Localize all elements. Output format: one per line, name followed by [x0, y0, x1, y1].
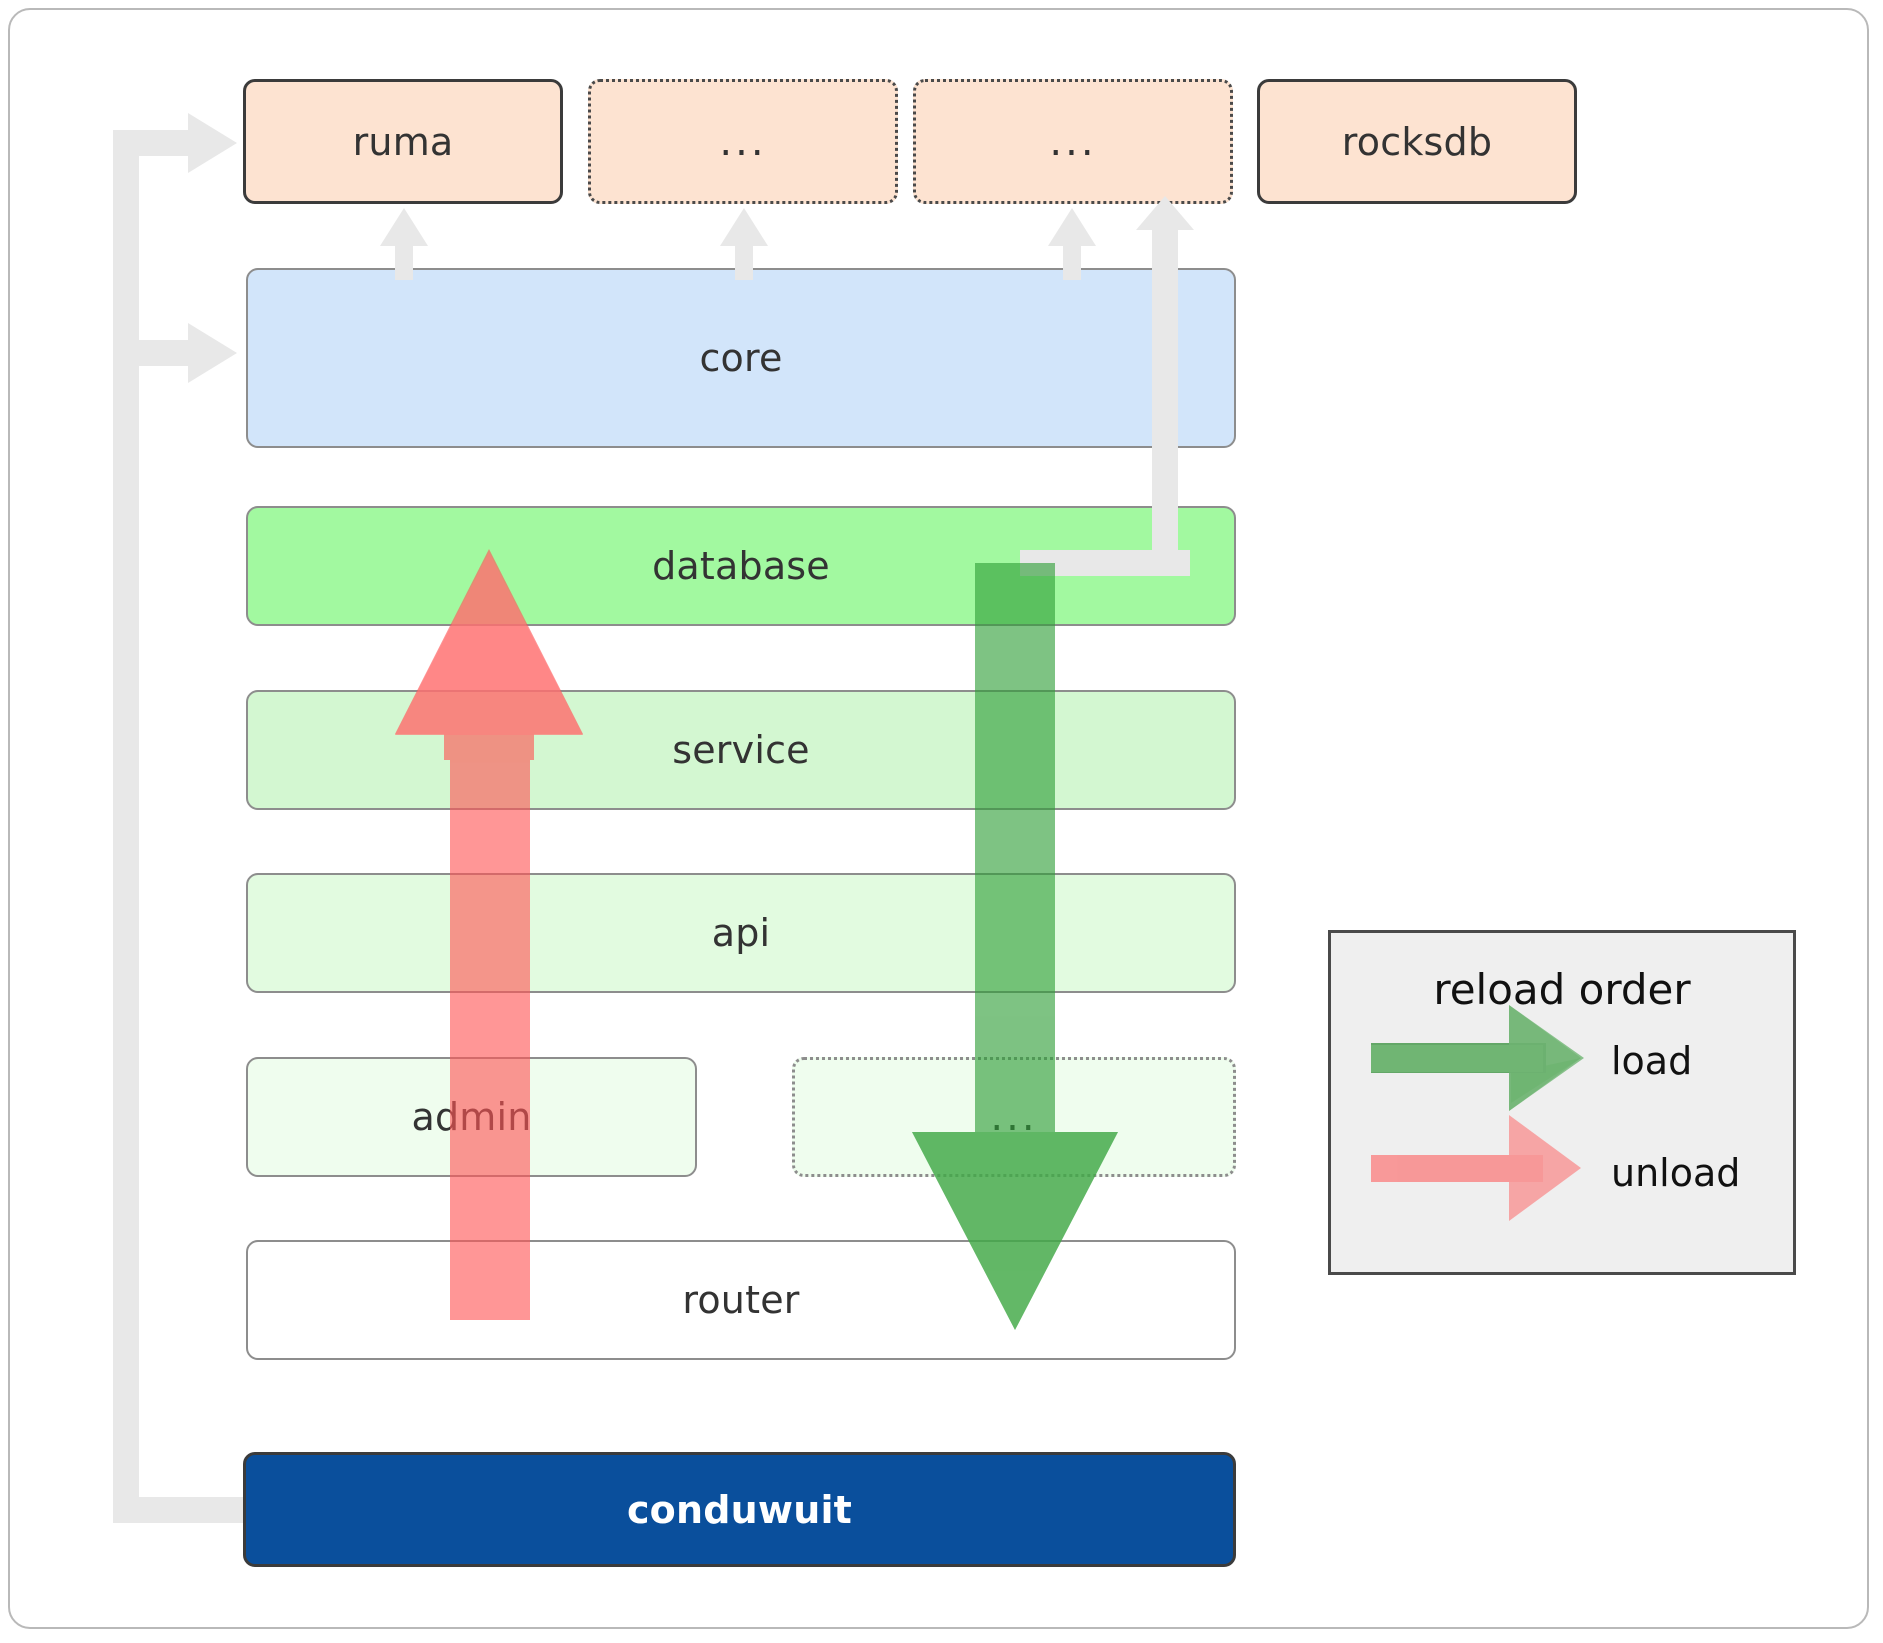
legend-title: reload order — [1433, 965, 1691, 1014]
dependency-box-rocksdb-label: rocksdb — [1341, 119, 1493, 164]
crate-box-ellipsis-3[interactable]: ... — [792, 1057, 1236, 1177]
crate-box-api-label: api — [711, 911, 771, 955]
dependency-box-ellipsis-2-label: ... — [1049, 118, 1097, 165]
dependency-box-ellipsis-1-label: ... — [719, 118, 767, 165]
crate-box-api[interactable]: api — [246, 873, 1236, 993]
crate-box-service[interactable]: service — [246, 690, 1236, 810]
crate-box-service-label: service — [672, 728, 810, 772]
crate-box-ellipsis-3-label: ... — [990, 1094, 1038, 1140]
legend-load-arrow — [1371, 1005, 1584, 1111]
diagram-frame — [8, 8, 1869, 1629]
crate-box-admin[interactable]: admin — [246, 1057, 697, 1177]
legend-label-unload: unload — [1611, 1151, 1741, 1195]
crate-box-core[interactable]: core — [246, 268, 1236, 448]
legend-arrow-graphics — [1371, 1005, 1584, 1221]
legend-label-load: load — [1611, 1039, 1693, 1083]
dependency-box-rocksdb[interactable]: rocksdb — [1257, 79, 1577, 204]
binary-box-conduwuit[interactable]: conduwuit — [243, 1452, 1236, 1567]
dependency-box-ruma[interactable]: ruma — [243, 79, 563, 204]
binary-box-conduwuit-label: conduwuit — [626, 1487, 853, 1532]
legend-unload-arrow — [1371, 1115, 1581, 1221]
crate-box-core-label: core — [699, 336, 783, 380]
crate-box-database[interactable]: database — [246, 506, 1236, 626]
crate-box-database-label: database — [652, 544, 830, 588]
dependency-box-ruma-label: ruma — [352, 119, 454, 164]
dependency-box-ellipsis-2[interactable]: ... — [913, 79, 1233, 204]
crate-box-router-label: router — [682, 1278, 800, 1322]
crate-box-admin-label: admin — [411, 1095, 532, 1139]
legend-panel: reload order load unload — [1328, 930, 1796, 1275]
crate-box-router[interactable]: router — [246, 1240, 1236, 1360]
dependency-box-ellipsis-1[interactable]: ... — [588, 79, 898, 204]
